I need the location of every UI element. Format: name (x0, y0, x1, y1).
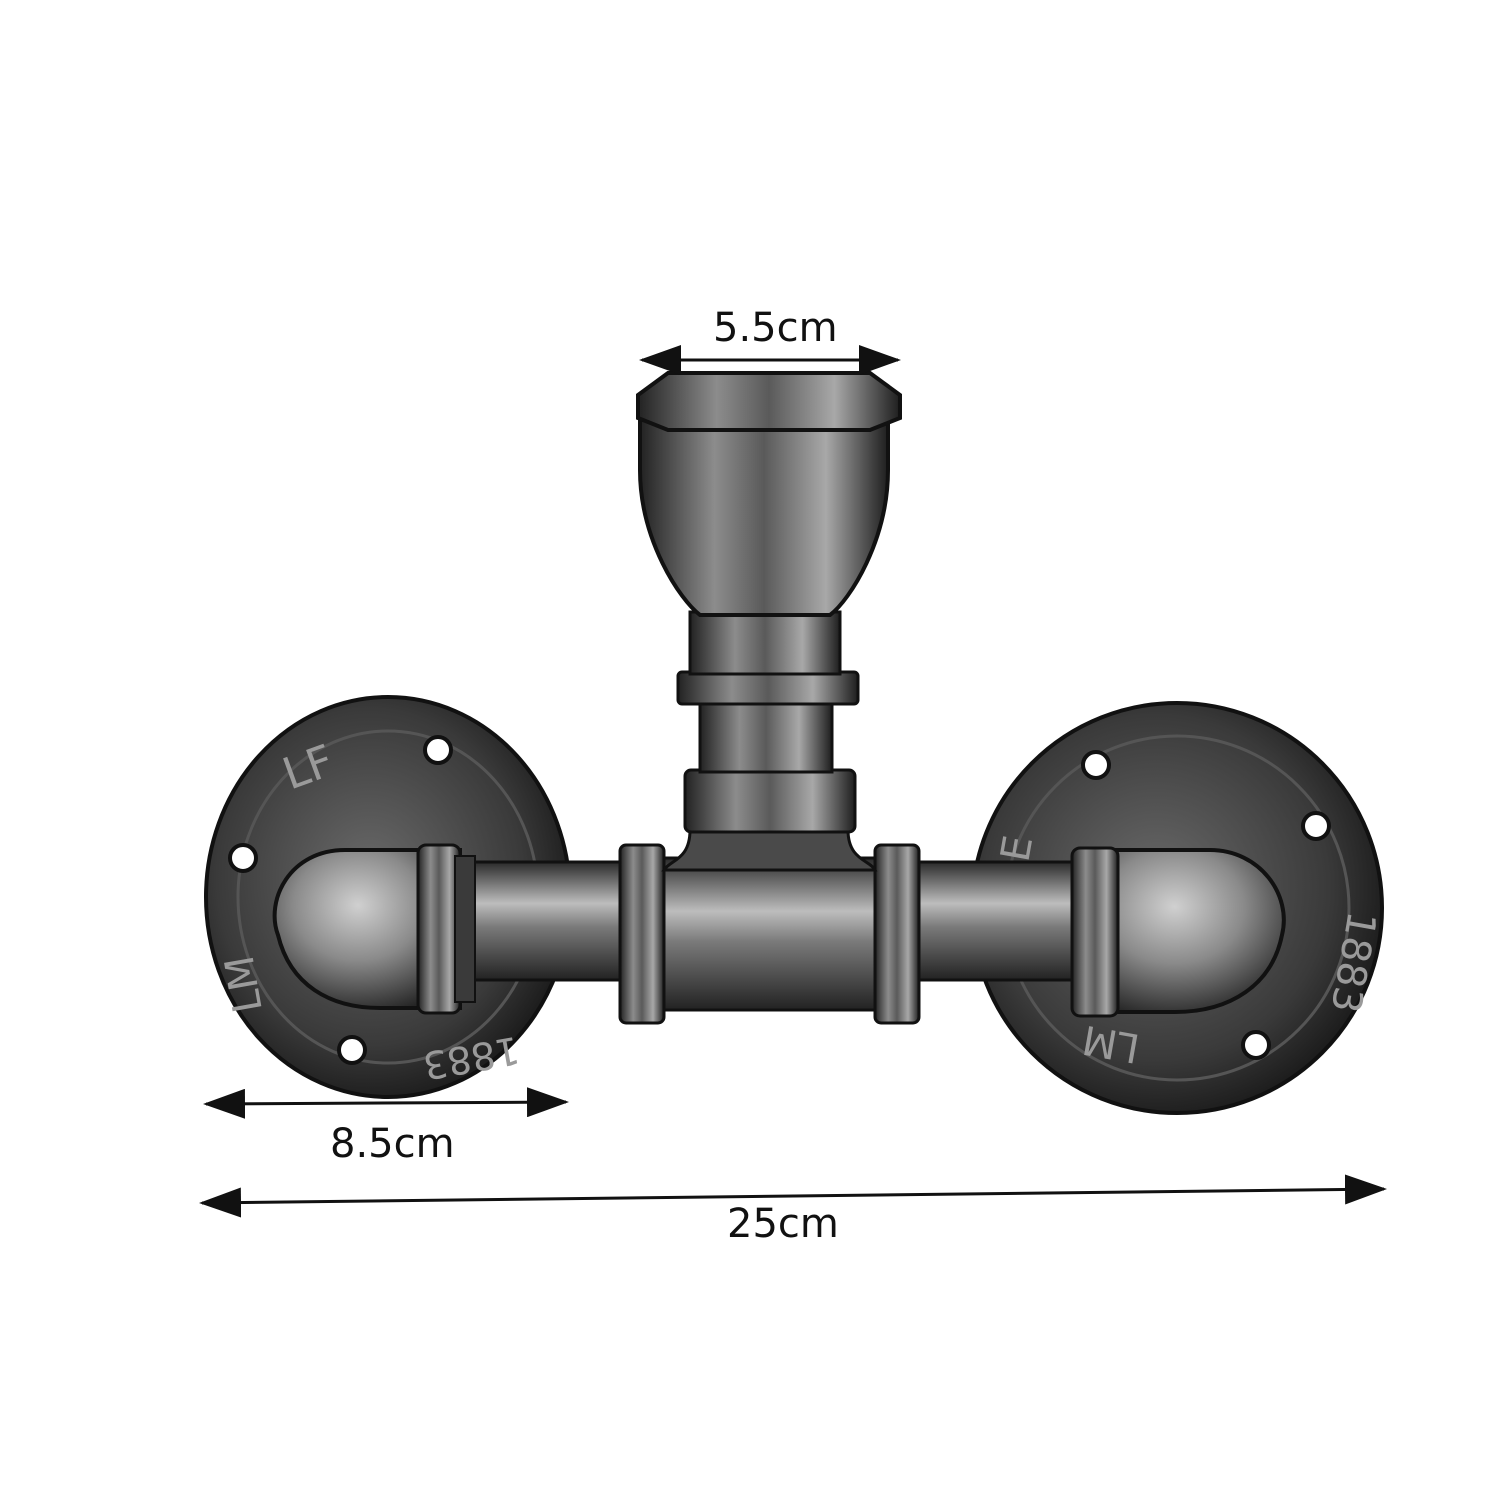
svg-text:LM: LM (1079, 1016, 1143, 1071)
svg-text:LM: LM (217, 952, 272, 1016)
flange-diameter-arrow (203, 1087, 569, 1119)
right-elbow (1070, 846, 1286, 1018)
socket-width-label: 5.5cm (713, 305, 838, 351)
tee-fitting (618, 828, 921, 1025)
flange-diameter-label: 8.5cm (330, 1121, 455, 1167)
total-width-label: 25cm (727, 1201, 839, 1247)
left-elbow (272, 843, 476, 1015)
total-width-arrow (199, 1174, 1387, 1218)
vertical-stack (636, 371, 902, 834)
